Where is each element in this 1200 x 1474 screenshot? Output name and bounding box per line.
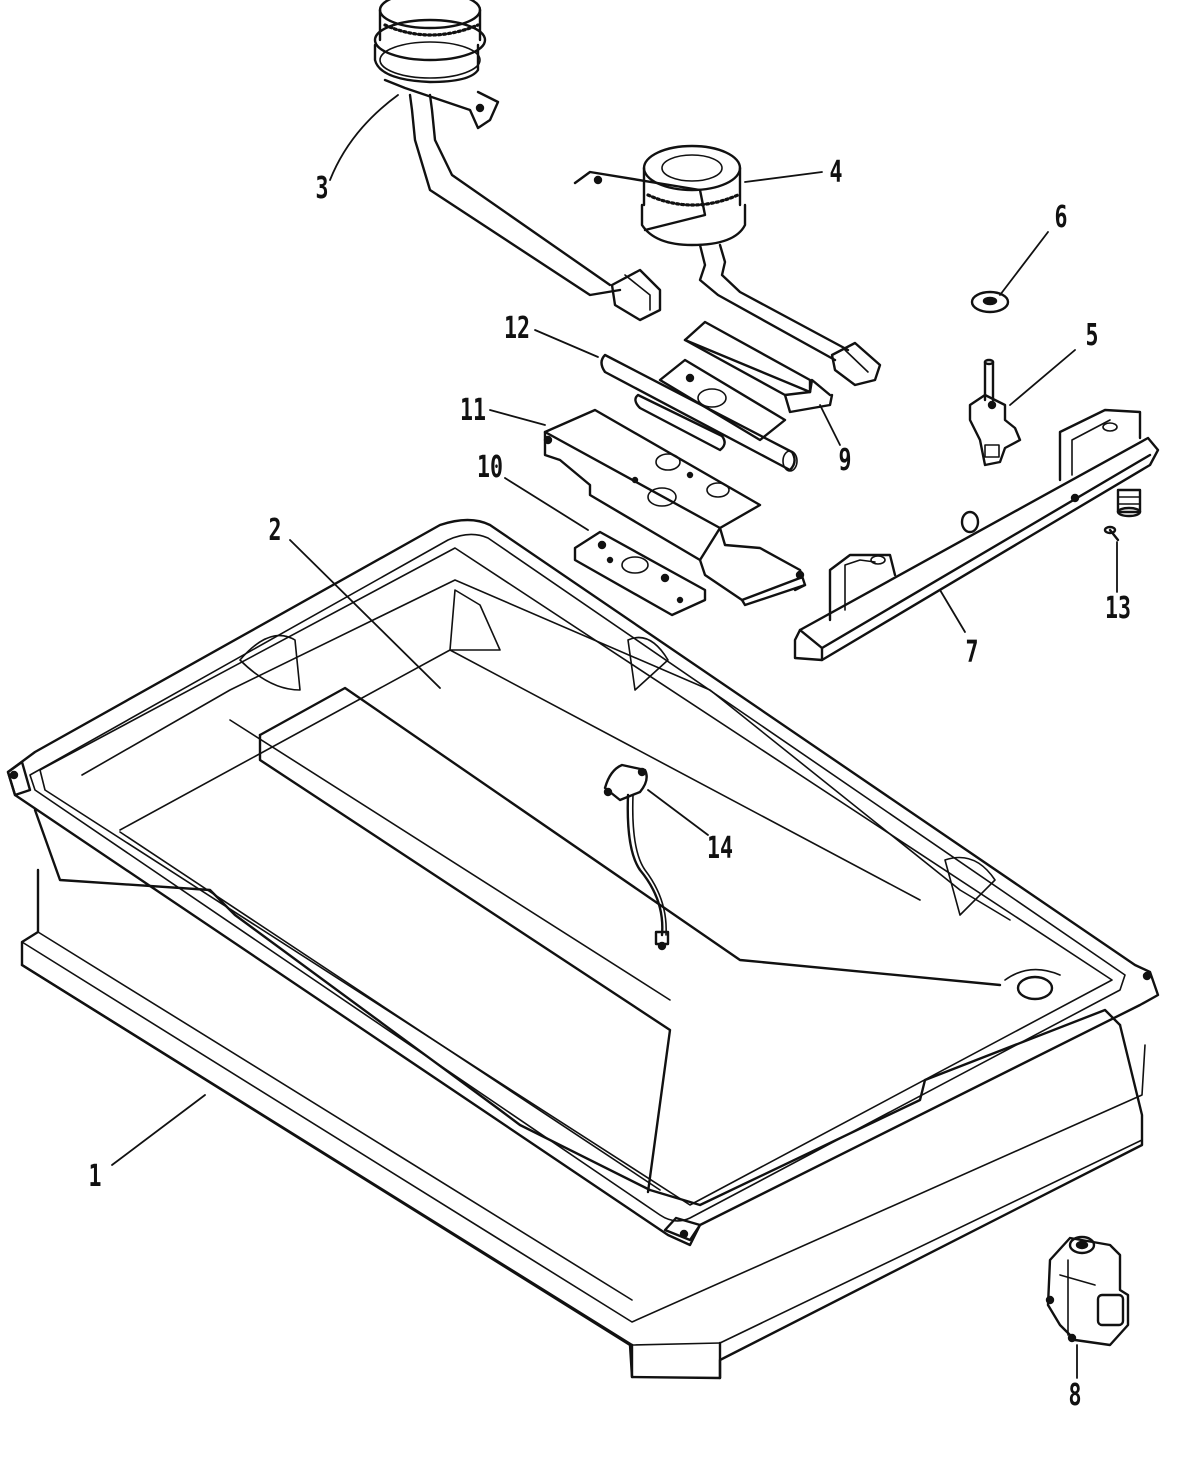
leader-6 [999, 231, 1049, 296]
leader-5 [1009, 349, 1076, 406]
callout-4: 4 [829, 156, 842, 190]
part-12-tube-assembly [600, 353, 798, 472]
part-9-bracket [683, 320, 834, 414]
leader-2 [289, 539, 441, 689]
part-5-valve [968, 358, 1022, 467]
part-6-washer [970, 290, 1010, 314]
part-14-ground-wire [603, 763, 670, 951]
callout-labels: 1 2 3 4 5 6 7 8 9 10 11 12 13 14 [88, 156, 1131, 1413]
callout-5: 5 [1085, 319, 1098, 353]
part-1-base-frame [20, 868, 1146, 1380]
callout-13: 13 [1105, 592, 1131, 626]
callout-14: 14 [707, 832, 733, 866]
callout-2: 2 [268, 514, 281, 548]
callout-12: 12 [504, 312, 530, 346]
leader-11 [489, 409, 546, 426]
callout-9: 9 [838, 444, 851, 478]
callout-6: 6 [1054, 201, 1067, 235]
leader-1 [111, 1094, 206, 1166]
callout-1: 1 [88, 1160, 101, 1194]
part-4-small-burner [573, 144, 882, 387]
part-10-plate [573, 530, 707, 617]
callout-11: 11 [460, 394, 486, 428]
part-2-burner-box [6, 518, 1160, 1247]
part-8-regulator [1045, 1235, 1130, 1347]
part-7-manifold-rail [793, 408, 1160, 662]
callout-10: 10 [477, 451, 503, 485]
part-11-mounting-bracket [543, 408, 807, 607]
part-3-large-burner [373, 0, 662, 322]
leader-9 [819, 404, 841, 446]
leader-7 [939, 589, 966, 633]
callout-7: 7 [965, 636, 978, 670]
callout-3: 3 [315, 172, 328, 206]
leader-4 [744, 171, 823, 183]
leader-3 [329, 94, 399, 181]
leader-12 [534, 329, 599, 358]
part-13-screw [1103, 525, 1120, 542]
callout-8: 8 [1068, 1379, 1081, 1413]
leader-14 [647, 789, 709, 836]
leader-lines [111, 94, 1118, 1379]
leader-10 [504, 477, 589, 531]
